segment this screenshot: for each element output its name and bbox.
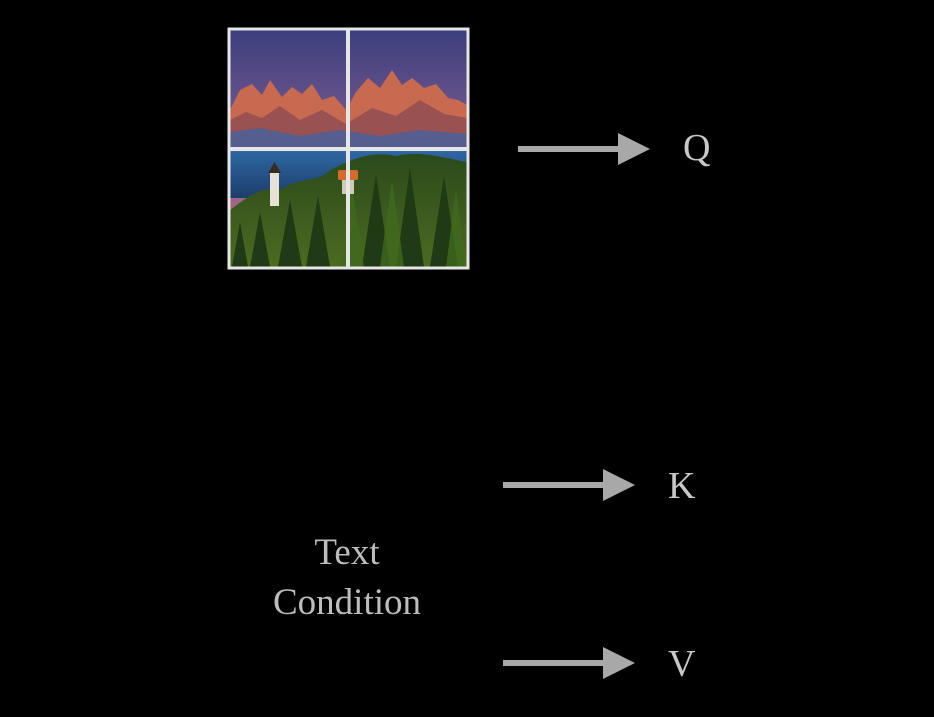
arrow-to-q bbox=[518, 133, 650, 165]
arrow-to-v bbox=[503, 647, 635, 679]
text-condition-label: Text Condition bbox=[222, 528, 472, 628]
query-label: Q bbox=[683, 127, 711, 169]
arrow-to-k bbox=[503, 469, 635, 501]
key-label: K bbox=[668, 465, 696, 507]
text-condition-line2: Condition bbox=[272, 582, 422, 623]
church-tower bbox=[268, 162, 281, 206]
patch-grid bbox=[227, 27, 470, 270]
value-label: V bbox=[668, 643, 696, 685]
text-condition-line1: Text bbox=[314, 532, 380, 573]
